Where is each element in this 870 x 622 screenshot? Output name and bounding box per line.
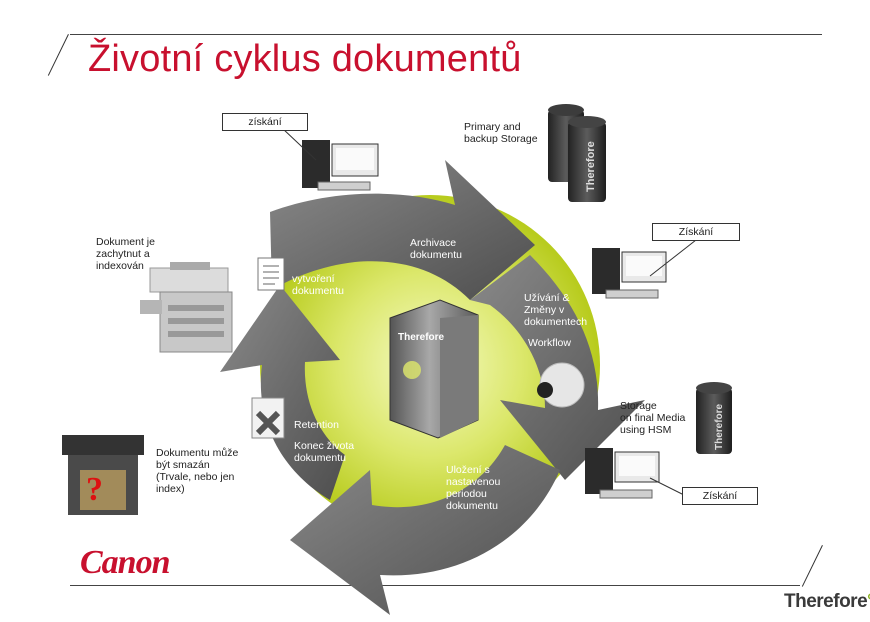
callout-ziskani-right: Získání <box>652 223 740 241</box>
svg-text:Therefore: Therefore <box>714 403 725 450</box>
cycle-arrow-bottom <box>290 445 560 615</box>
shredder-icon: ? <box>62 435 144 515</box>
question-mark-icon: ? <box>86 471 103 508</box>
therefore-logo: Therefore° <box>784 591 870 612</box>
svg-text:Therefore: Therefore <box>585 141 597 192</box>
page-title: Životní cyklus dokumentů <box>88 38 522 80</box>
cycle-arrow-top <box>270 160 535 300</box>
callout-ziskani-bottom: Získání <box>682 487 758 505</box>
canon-logo: Canon <box>80 544 170 581</box>
workstation-bottom-icon <box>585 448 685 499</box>
server-logo-text: Therefore <box>398 332 445 343</box>
copier-icon <box>140 262 233 353</box>
label-workflow: Workflow <box>528 337 571 349</box>
footer-rule <box>70 585 800 586</box>
delete-document-icon <box>251 397 285 439</box>
workstation-right-icon <box>592 239 697 299</box>
callout-ziskani-top: získání <box>222 113 308 131</box>
central-server: Therefore <box>389 299 479 439</box>
workflow-gear-icon <box>537 362 585 408</box>
storage-drum-final-icon: Therefore <box>696 382 732 454</box>
document-icon <box>257 257 285 291</box>
cycle-arrow-left <box>220 285 345 500</box>
storage-drums-top-icon: Therefore <box>548 104 606 202</box>
workstation-top-icon <box>281 127 379 191</box>
title-rule <box>70 34 822 35</box>
label-retention: Retention <box>294 419 339 431</box>
